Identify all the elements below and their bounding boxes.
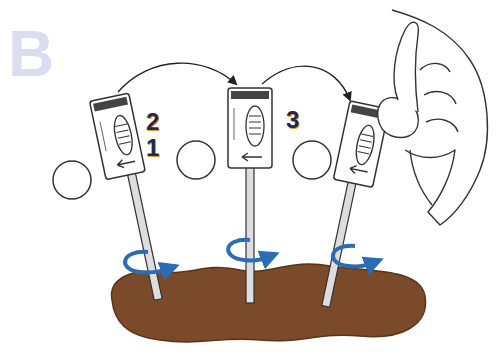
callout-number: 1 <box>146 136 159 160</box>
panel-letter: B <box>8 22 54 86</box>
soil-probe <box>307 101 389 311</box>
callout-number: 3 <box>286 108 299 132</box>
move-arrow <box>262 66 350 100</box>
callout-number: 2 <box>146 110 159 134</box>
reading-circle <box>53 161 91 199</box>
soil-probe <box>228 88 272 303</box>
move-arrow <box>118 63 236 92</box>
soil <box>112 264 426 342</box>
twist-arrow <box>125 252 176 273</box>
hand <box>378 10 488 225</box>
reading-circle <box>177 141 215 179</box>
twist-arrow <box>333 246 380 267</box>
reading-circle <box>293 141 331 179</box>
twist-arrow <box>228 240 276 261</box>
